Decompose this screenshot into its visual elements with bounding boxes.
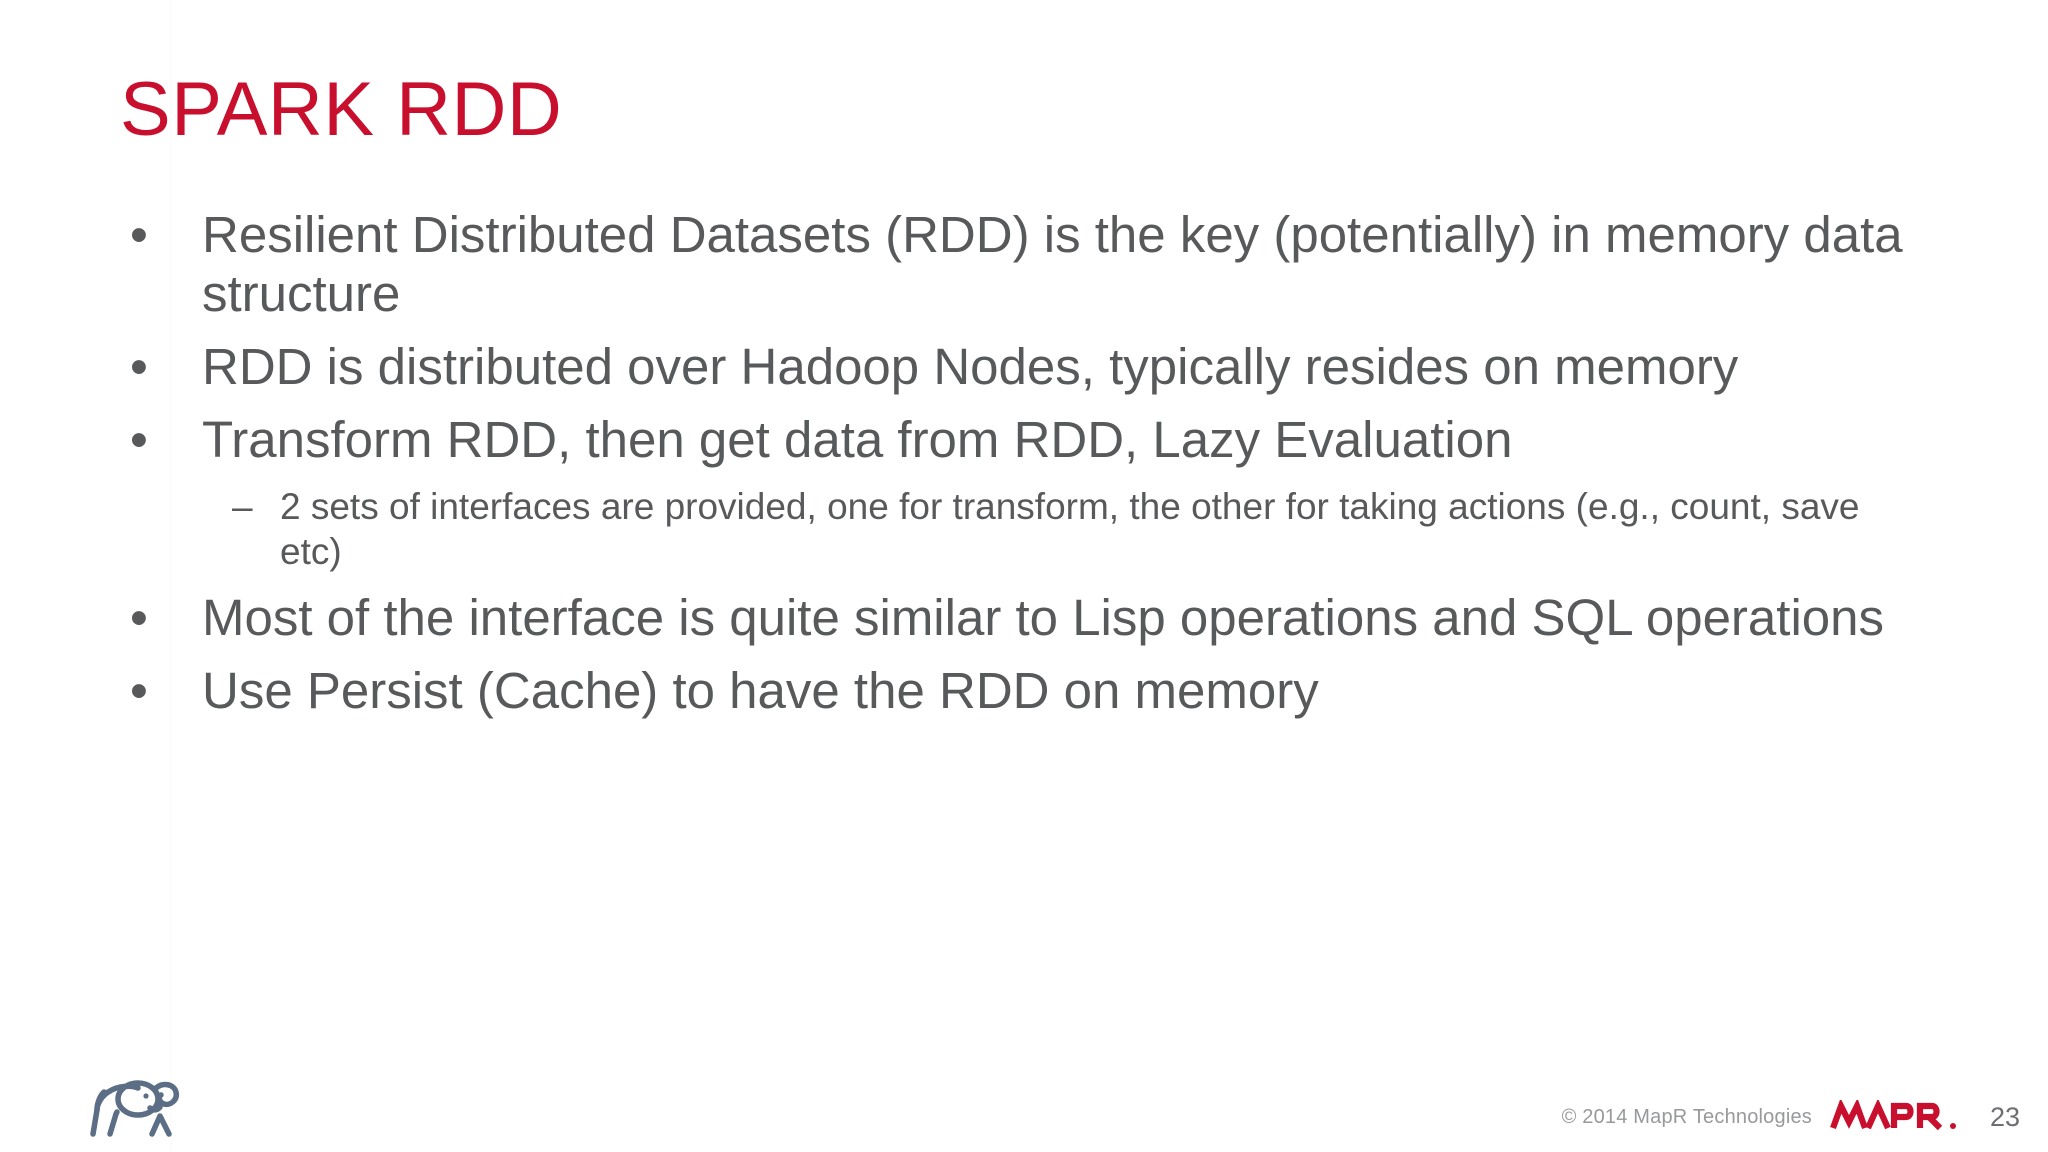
slide-body: • Resilient Distributed Datasets (RDD) i… [120, 205, 1920, 734]
bullet-text: Most of the interface is quite similar t… [202, 588, 1885, 646]
sub-bullet-list: – 2 sets of interfaces are provided, one… [120, 484, 1920, 574]
page-title: SPARK RDD [120, 67, 563, 152]
sub-bullet-item: – 2 sets of interfaces are provided, one… [120, 484, 1920, 574]
bullet-marker-icon: • [130, 662, 148, 720]
bullet-item: • Transform RDD, then get data from RDD,… [120, 410, 1920, 469]
bullet-marker-icon: • [130, 588, 148, 646]
page-number: 23 [1989, 1101, 2020, 1132]
bullet-text: RDD is distributed over Hadoop Nodes, ty… [202, 338, 1739, 396]
sub-bullet-text: 2 sets of interfaces are provided, one f… [280, 485, 1860, 572]
bullet-text: Transform RDD, then get data from RDD, L… [202, 411, 1513, 469]
bullet-text: Resilient Distributed Datasets (RDD) is … [202, 206, 1903, 323]
bullet-marker-icon: • [130, 206, 148, 263]
bullet-item: • RDD is distributed over Hadoop Nodes, … [120, 337, 1920, 396]
copyright-text: © 2014 MapR Technologies [1561, 1105, 1812, 1128]
mapr-logo [1830, 1098, 1962, 1134]
hadoop-elephant-icon [66, 1064, 196, 1144]
dash-marker-icon: – [232, 485, 253, 527]
bullet-marker-icon: • [130, 411, 148, 469]
bullet-item: • Resilient Distributed Datasets (RDD) i… [120, 205, 1920, 323]
content-column-rule [170, 0, 172, 1152]
bullet-item: • Most of the interface is quite similar… [120, 588, 1920, 647]
slide-footer: © 2014 MapR Technologies 23 [1561, 1098, 2024, 1134]
bullet-marker-icon: • [130, 338, 148, 396]
bullet-item: • Use Persist (Cache) to have the RDD on… [120, 661, 1920, 720]
bullet-text: Use Persist (Cache) to have the RDD on m… [202, 662, 1319, 720]
